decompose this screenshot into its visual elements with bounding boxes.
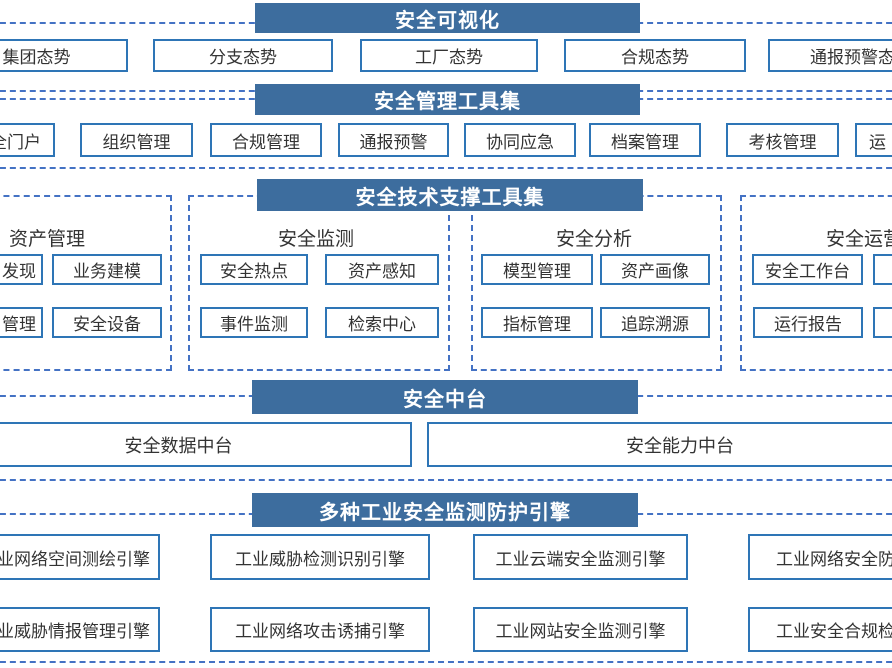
box-indicator-mgmt: 指标管理 (481, 307, 593, 338)
box-threat-detection-engine: 工业威胁检测识别引擎 (210, 534, 430, 580)
box-operation-cut: 运 (855, 123, 892, 157)
box-security-hotspot: 安全热点 (200, 254, 308, 285)
box-security-data-platform: 安全数据中台 (0, 422, 412, 467)
box-operation-cut-bottom (873, 307, 892, 338)
box-model-mgmt: 模型管理 (481, 254, 593, 285)
box-asset-awareness: 资产感知 (325, 254, 439, 285)
box-archive-mgmt: 档案管理 (589, 123, 701, 157)
box-factory-situation: 工厂态势 (360, 39, 538, 72)
box-discovery-cut: 发现 (0, 254, 43, 285)
box-compliance-check-engine: 工业安全合规检 (748, 607, 892, 652)
group-title-monitoring: 安全监测 (278, 229, 355, 250)
box-org-mgmt: 组织管理 (80, 123, 193, 157)
box-trace-source: 追踪溯源 (600, 307, 710, 338)
box-compliance-mgmt: 合规管理 (210, 123, 322, 157)
box-attack-decoy-engine: 工业网络攻击诱捕引擎 (210, 607, 430, 652)
box-search-center: 检索中心 (325, 307, 439, 338)
box-portal: 全门户 (0, 123, 55, 157)
section-header-visualization: 安全可视化 (255, 3, 640, 33)
box-cyberspace-mapping-engine: 业网络空间测绘引擎 (0, 534, 160, 580)
box-website-monitoring-engine: 工业网站安全监测引擎 (473, 607, 688, 652)
group-title-analysis: 安全分析 (556, 229, 633, 250)
box-coordinated-response: 协同应急 (464, 123, 576, 157)
box-assessment-mgmt: 考核管理 (726, 123, 839, 157)
box-security-capability-platform: 安全能力中台 (427, 422, 892, 467)
section-header-engines: 多种工业安全监测防护引擎 (252, 493, 638, 527)
box-branch-situation: 分支态势 (153, 39, 333, 72)
group-border-operation (740, 195, 892, 371)
box-mgmt-cut: 管理 (0, 307, 43, 338)
group-title-asset-mgmt: 资产管理 (9, 229, 86, 250)
group-title-operation: 安全运营 (826, 229, 892, 250)
box-compliance-situation: 合规态势 (564, 39, 746, 72)
box-cloud-monitoring-engine: 工业云端安全监测引擎 (473, 534, 688, 580)
box-business-modeling: 业务建模 (52, 254, 162, 285)
box-network-protection-engine: 工业网络安全防 (748, 534, 892, 580)
box-threat-intel-engine: 业威胁情报管理引擎 (0, 607, 160, 652)
box-alert-situation: 通报预警态 (768, 39, 892, 72)
section-header-middle-platform: 安全中台 (252, 380, 638, 414)
box-operation-cut-top (873, 254, 892, 285)
section-header-tech-support: 安全技术支撑工具集 (257, 179, 643, 211)
section-header-management: 安全管理工具集 (255, 84, 640, 115)
box-event-monitoring: 事件监测 (200, 307, 308, 338)
box-asset-profile: 资产画像 (600, 254, 710, 285)
box-operation-report: 运行报告 (753, 307, 863, 338)
box-security-workbench: 安全工作台 (752, 254, 863, 285)
box-security-device: 安全设备 (52, 307, 162, 338)
box-alert-notify: 通报预警 (338, 123, 449, 157)
group-border-asset-mgmt (0, 195, 172, 371)
box-group-situation: 集团态势 (0, 39, 128, 72)
